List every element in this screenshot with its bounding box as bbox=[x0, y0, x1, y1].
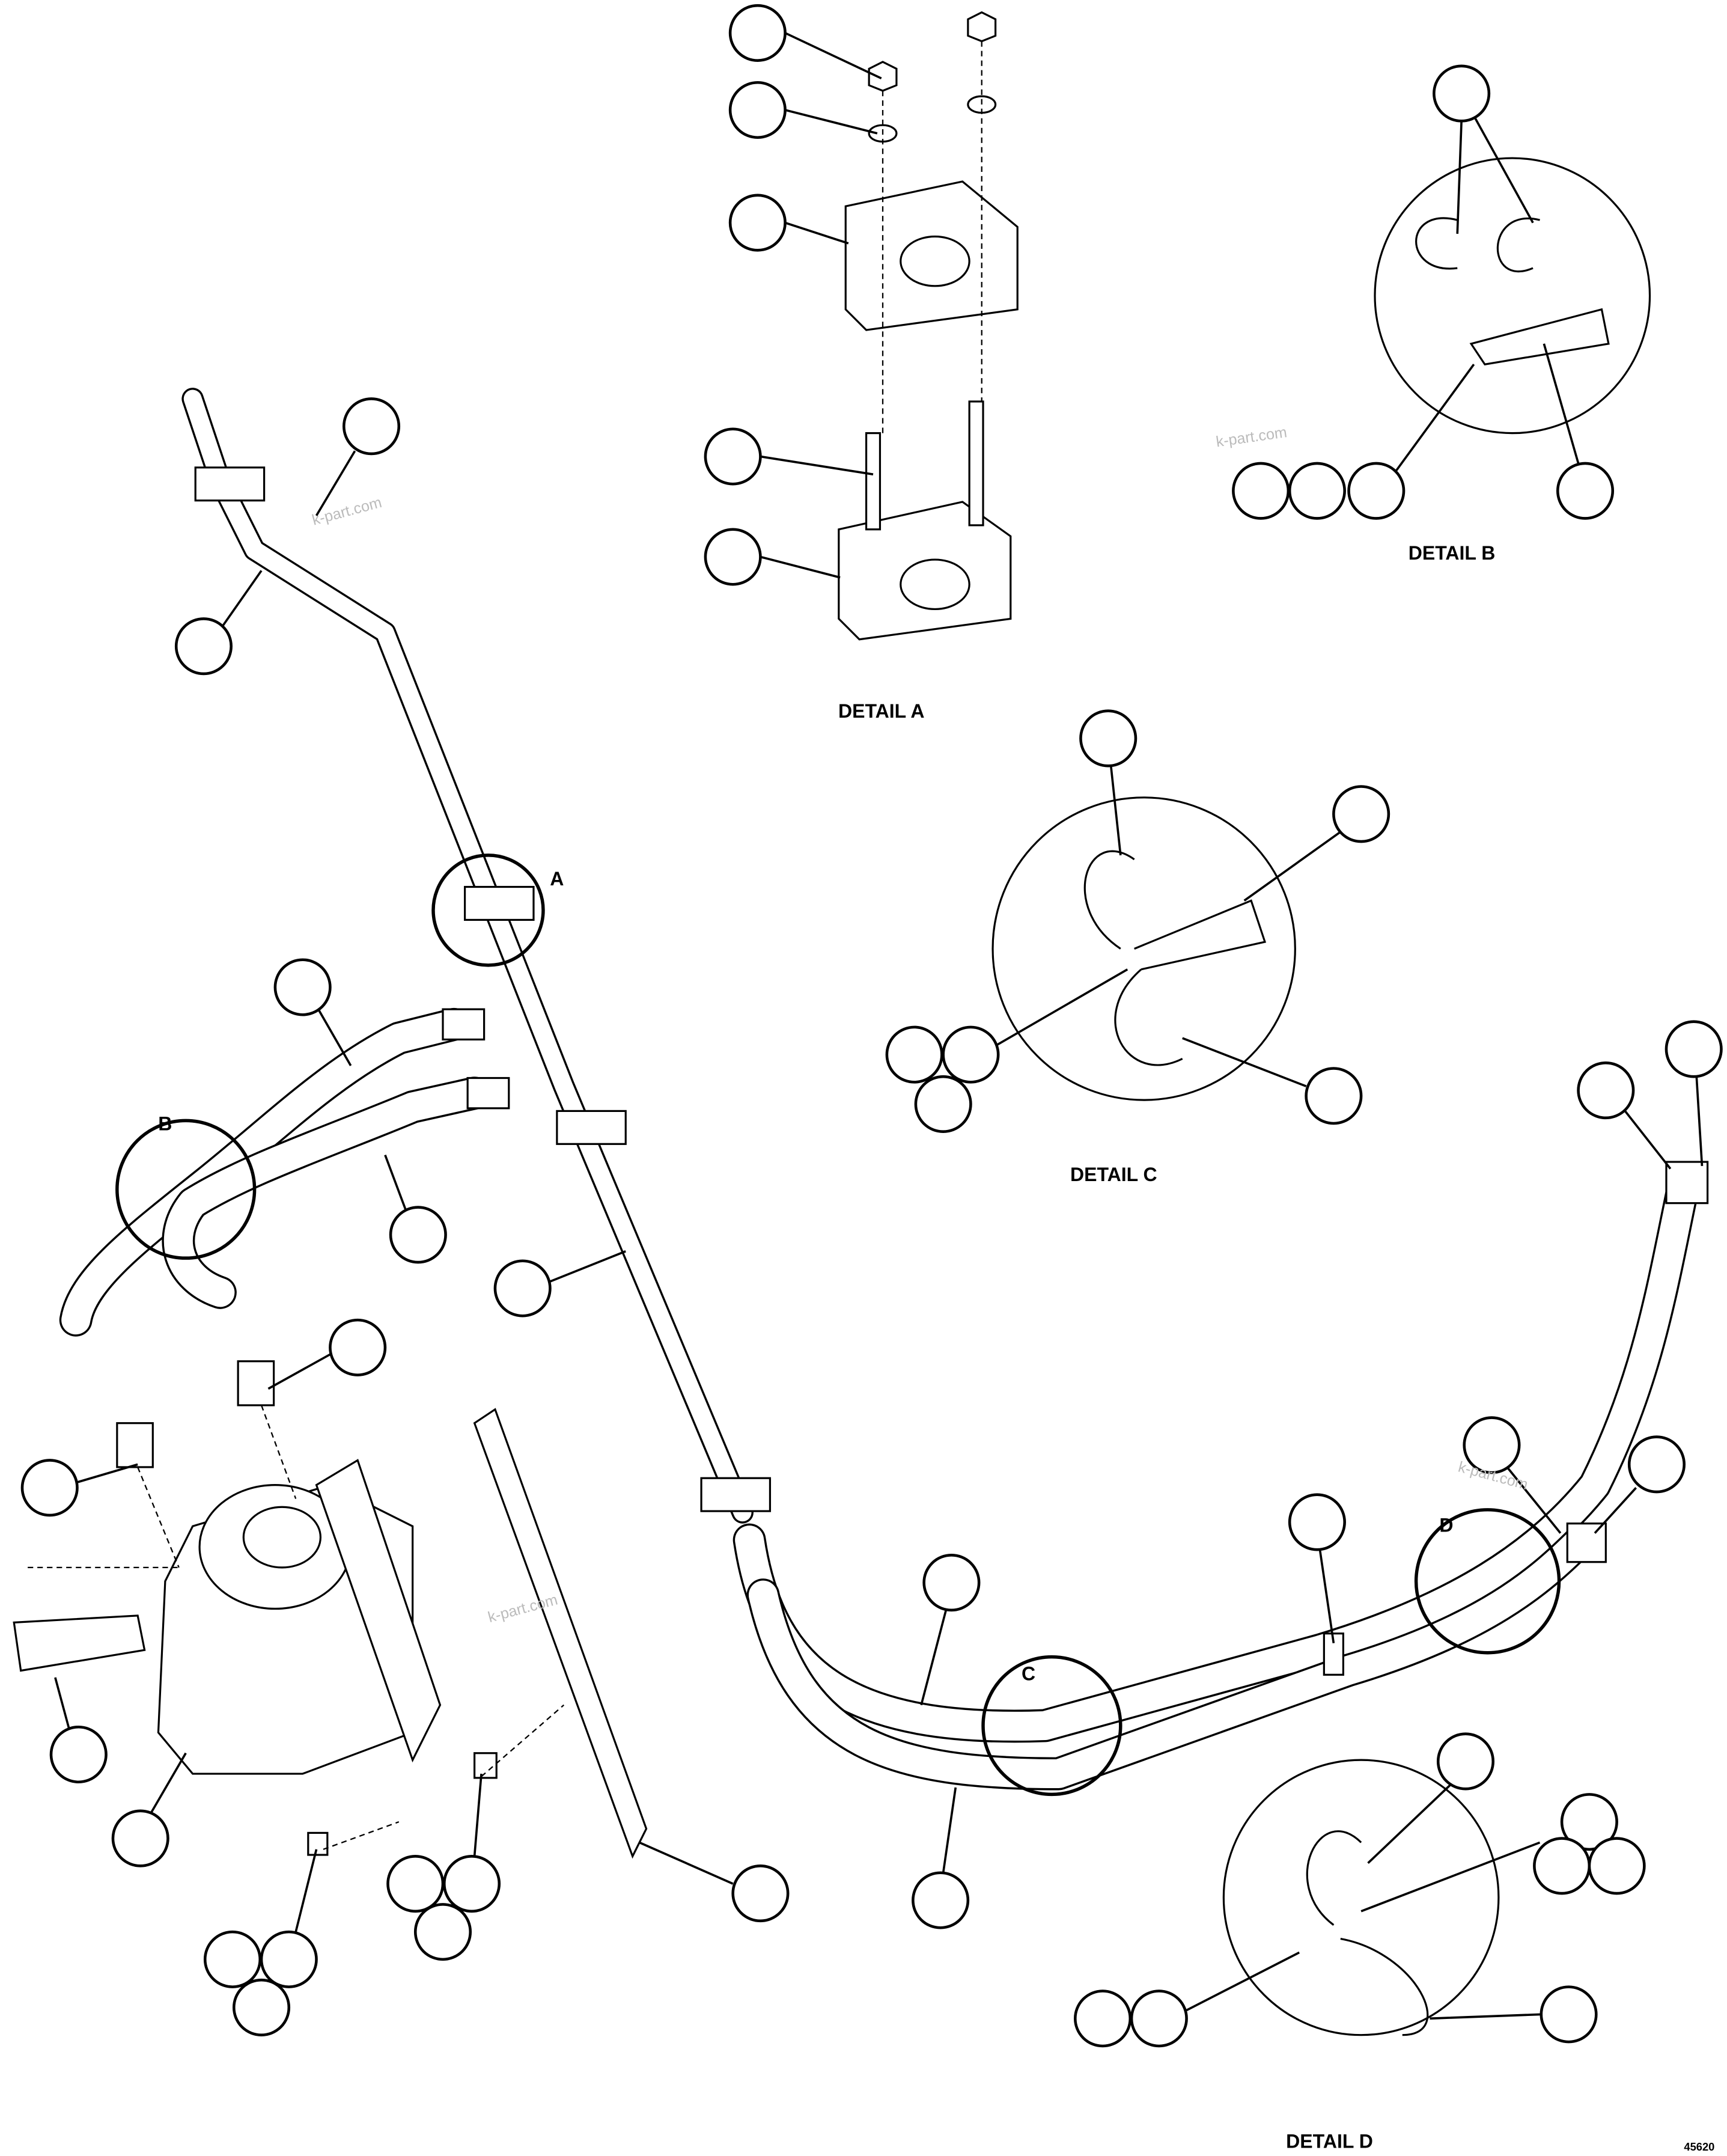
detail-d-marker[interactable] bbox=[1414, 1508, 1561, 1655]
callout[interactable] bbox=[329, 1318, 387, 1376]
clamp-block bbox=[556, 1110, 627, 1145]
callout[interactable] bbox=[413, 1903, 472, 1961]
detail-c-clamps bbox=[1083, 850, 1267, 1066]
callout[interactable] bbox=[49, 1725, 108, 1784]
callout[interactable] bbox=[942, 1025, 1000, 1084]
detail-a-marker[interactable] bbox=[431, 854, 545, 967]
callout[interactable] bbox=[493, 1259, 552, 1318]
callout[interactable] bbox=[731, 1864, 790, 1923]
callout[interactable] bbox=[386, 1855, 445, 1913]
detail-a bbox=[838, 11, 1019, 641]
callout[interactable] bbox=[1347, 462, 1406, 520]
callout[interactable] bbox=[704, 528, 762, 586]
callout[interactable] bbox=[1332, 785, 1390, 843]
elbow-fitting bbox=[1665, 1161, 1709, 1205]
callout[interactable] bbox=[1074, 1990, 1132, 2048]
callout[interactable] bbox=[1463, 1416, 1521, 1474]
callouts bbox=[20, 4, 1723, 2048]
detail-c-label: DETAIL C bbox=[1070, 1164, 1157, 1185]
tube-clamps bbox=[194, 466, 1709, 1676]
callout[interactable] bbox=[728, 81, 787, 139]
fitting bbox=[442, 1008, 486, 1041]
callout[interactable] bbox=[273, 958, 332, 1016]
callout[interactable] bbox=[1305, 1067, 1363, 1125]
main-tube bbox=[181, 388, 754, 1524]
callout[interactable] bbox=[203, 1930, 262, 1988]
callout[interactable] bbox=[1533, 1837, 1591, 1895]
callout[interactable] bbox=[1665, 1020, 1723, 1078]
detail-b-clamps bbox=[1415, 217, 1610, 365]
upper-hoses bbox=[59, 1007, 510, 1337]
clamp-block bbox=[463, 885, 535, 921]
callout[interactable] bbox=[922, 1554, 981, 1612]
callout[interactable] bbox=[728, 194, 787, 252]
callout[interactable] bbox=[1540, 1985, 1598, 2044]
callout[interactable] bbox=[1556, 462, 1615, 520]
leader-lines bbox=[54, 32, 1704, 2020]
watermark: k-part.com bbox=[310, 494, 383, 529]
detail-b-label: DETAIL B bbox=[1409, 542, 1496, 564]
watermark: k-part.com bbox=[1215, 424, 1288, 450]
callout[interactable] bbox=[442, 1855, 501, 1913]
callout[interactable] bbox=[1577, 1061, 1635, 1120]
callout[interactable] bbox=[1588, 1837, 1646, 1895]
clamp-block bbox=[700, 1477, 772, 1512]
callout[interactable] bbox=[1232, 462, 1290, 520]
mounting-plate bbox=[473, 1408, 648, 1859]
detail-c-view bbox=[991, 796, 1296, 1101]
callout[interactable] bbox=[1560, 1793, 1618, 1851]
detail-d-clamps bbox=[1306, 1830, 1429, 2036]
callout[interactable] bbox=[174, 617, 233, 676]
callout[interactable] bbox=[728, 4, 787, 62]
callout[interactable] bbox=[885, 1025, 943, 1084]
callout[interactable] bbox=[914, 1075, 972, 1134]
clamp-block bbox=[194, 466, 266, 502]
callout[interactable] bbox=[20, 1459, 79, 1517]
bracket bbox=[13, 1614, 146, 1672]
marker-d-label: D bbox=[1439, 1514, 1453, 1536]
elbow-fitting bbox=[1566, 1522, 1607, 1563]
callout[interactable] bbox=[1288, 1493, 1346, 1551]
hose-clamp bbox=[1323, 1632, 1344, 1676]
filter-assembly bbox=[13, 1360, 648, 1859]
callout[interactable] bbox=[232, 1978, 291, 2036]
detail-d-label: DETAIL D bbox=[1286, 2130, 1373, 2152]
callout[interactable] bbox=[1130, 1990, 1188, 2048]
callout[interactable] bbox=[1627, 1435, 1686, 1494]
callout[interactable] bbox=[704, 427, 762, 486]
detail-b-view bbox=[1374, 157, 1651, 435]
detail-a-label: DETAIL A bbox=[838, 700, 924, 722]
callout[interactable] bbox=[111, 1809, 169, 1867]
drawing-number: 45620 bbox=[1684, 2140, 1714, 2153]
marker-a-label: A bbox=[550, 868, 564, 890]
callout[interactable] bbox=[260, 1930, 318, 1988]
detail-d-view bbox=[1222, 1759, 1500, 2036]
callout[interactable] bbox=[1079, 709, 1138, 768]
bolt bbox=[474, 1752, 498, 1779]
callout[interactable] bbox=[1436, 1732, 1495, 1791]
callout[interactable] bbox=[912, 1871, 970, 1929]
fitting bbox=[466, 1076, 510, 1110]
callout[interactable] bbox=[389, 1206, 447, 1264]
callout[interactable] bbox=[342, 397, 401, 456]
callout[interactable] bbox=[1288, 462, 1346, 520]
bolt bbox=[307, 1831, 329, 1856]
marker-c-label: C bbox=[1022, 1663, 1035, 1684]
detail-b-marker[interactable] bbox=[115, 1119, 257, 1260]
adapter bbox=[116, 1422, 154, 1468]
adapter bbox=[237, 1360, 275, 1406]
lower-hoses bbox=[733, 1165, 1701, 1791]
detail-c-marker[interactable] bbox=[981, 1655, 1122, 1797]
callout[interactable] bbox=[1433, 64, 1491, 123]
marker-b-label: B bbox=[158, 1113, 172, 1134]
